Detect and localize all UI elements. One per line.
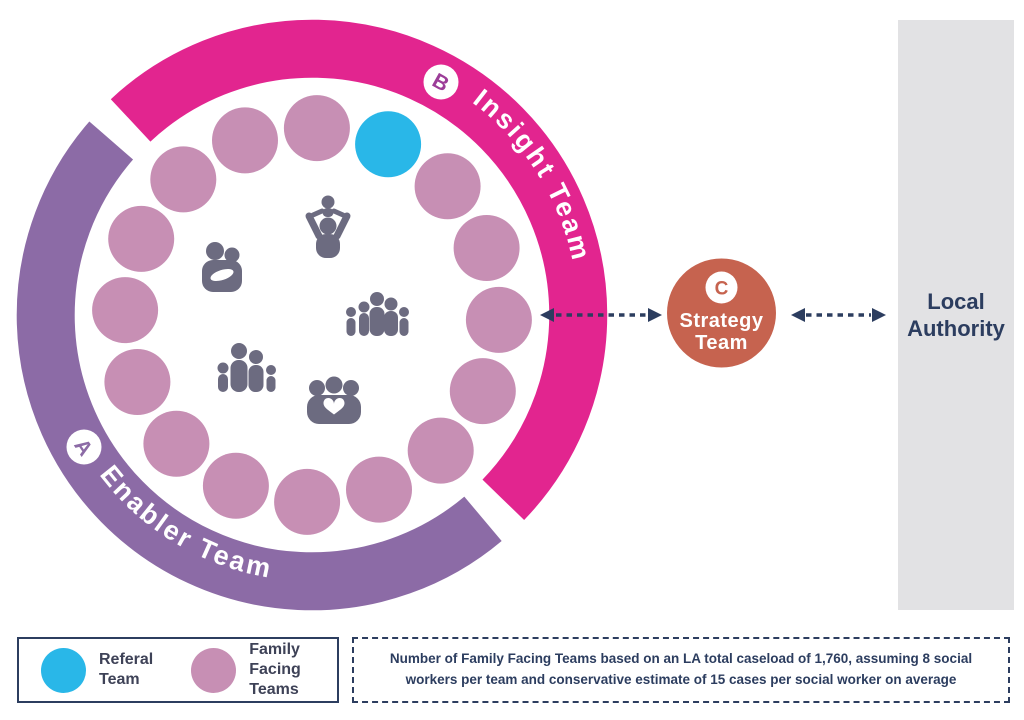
strategy-team-circle	[667, 258, 776, 368]
family-circles-group	[92, 95, 532, 535]
family-facing-team-circle	[449, 358, 516, 425]
legend-item-family-facing: Family Facing Teams	[191, 640, 337, 700]
family-facing-team-circle	[92, 277, 159, 344]
enabler-badge-circle	[66, 429, 102, 465]
family-facing-team-swatch	[191, 647, 237, 693]
family-facing-team-circle	[407, 417, 474, 484]
family-facing-legend-line2: Teams	[249, 681, 299, 698]
parents-baby-icon	[202, 242, 242, 292]
family-of-four-icon	[217, 343, 276, 392]
family-facing-team-circle	[212, 107, 278, 174]
family-facing-team-circle	[108, 205, 175, 272]
local-authority-label-line2: Authority	[907, 316, 1005, 341]
family-facing-legend-label: Family Facing Teams	[249, 640, 337, 700]
family-facing-team-circle	[465, 286, 532, 353]
strategy-team-label-line1: Strategy	[679, 310, 763, 332]
parent-lifting-child-icon	[305, 195, 351, 258]
enabler-team-arc	[16, 121, 502, 611]
caption-text: Number of Family Facing Teams based on a…	[389, 651, 973, 687]
arrow-strategy-local-authority	[791, 308, 886, 322]
family-facing-legend-line1: Family Facing	[249, 641, 301, 678]
referral-team-swatch	[41, 647, 86, 693]
referral-team-circle	[355, 111, 422, 178]
family-facing-team-circle	[283, 95, 350, 162]
family-heart-icon	[307, 376, 361, 424]
strategy-badge-circle	[705, 271, 738, 304]
local-authority-box: Local Authority	[898, 20, 1014, 610]
referral-legend-line2: Team	[99, 671, 140, 688]
family-of-five-icon	[346, 292, 409, 336]
caption-box: Number of Family Facing Teams based on a…	[352, 637, 1010, 703]
legend-item-referral: Referal Team	[41, 647, 153, 693]
referral-team-legend-label: Referal Team	[99, 650, 153, 690]
local-authority-label-line1: Local	[927, 288, 985, 314]
teams-diagram: Insight Team Enabler Team B A	[16, 19, 886, 611]
family-facing-team-circle	[150, 146, 217, 213]
family-facing-team-circle	[453, 215, 520, 281]
arrow-ring-strategy	[540, 308, 662, 322]
legend-box: Referal Team Family Facing Teams	[17, 637, 339, 703]
family-facing-team-circle	[104, 349, 171, 415]
family-facing-team-circle	[414, 153, 481, 220]
insight-badge-circle	[423, 64, 459, 100]
referral-legend-line1: Referal	[99, 651, 154, 668]
strategy-badge-letter: C	[715, 279, 729, 300]
family-facing-team-circle	[274, 468, 341, 535]
family-facing-team-circle	[202, 452, 269, 519]
family-icons-group	[202, 195, 409, 424]
family-facing-team-circle	[346, 456, 412, 523]
strategy-team-label-line2: Team	[695, 332, 748, 354]
family-facing-team-circle	[143, 410, 210, 477]
insight-team-arc	[110, 19, 608, 520]
